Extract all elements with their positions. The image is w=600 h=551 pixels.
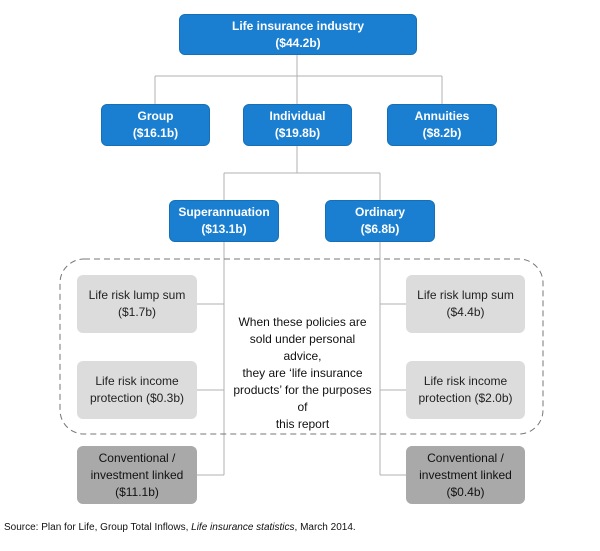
node-line: investment linked: [419, 467, 512, 482]
node-line: Conventional /: [98, 450, 176, 465]
node-value: ($6.8b): [360, 222, 400, 236]
note-line: they are ‘life insurance: [242, 366, 363, 380]
personal-advice-dashed-group: [59, 258, 544, 435]
source-title: Life insurance statistics: [191, 522, 295, 533]
source-suffix: , March 2014.: [294, 522, 356, 533]
node-title: Ordinary: [354, 205, 405, 219]
node-line: protection ($2.0b): [418, 391, 513, 405]
node-value: ($8.2b): [422, 126, 462, 140]
node-group: Group ($16.1b): [101, 104, 210, 146]
node-super-life-risk-income-protection: Life risk income protection ($0.3b): [77, 361, 197, 419]
node-annuities: Annuities ($8.2b): [387, 104, 497, 146]
node-title: Annuities: [414, 109, 470, 123]
node-ordinary-conventional-investment-linked: Conventional / investment linked ($0.4b): [406, 446, 525, 504]
node-super-life-risk-lump-sum: Life risk lump sum ($1.7b): [77, 275, 197, 333]
node-value: ($16.1b): [132, 126, 179, 140]
source-prefix: Source: Plan for Life, Group Total Inflo…: [4, 522, 192, 533]
node-title: Individual: [269, 109, 326, 123]
source-citation: Source: Plan for Life, Group Total Inflo…: [4, 522, 356, 533]
note-line: this report: [275, 417, 330, 431]
node-line: Life risk income: [95, 374, 179, 388]
node-line: protection ($0.3b): [89, 391, 185, 405]
node-line: Life risk lump sum: [88, 288, 186, 302]
node-title: Life insurance industry: [231, 18, 365, 33]
node-line: ($1.7b): [117, 305, 157, 319]
node-individual: Individual ($19.8b): [243, 104, 352, 146]
node-line: investment linked: [90, 467, 184, 482]
note-line: products’ for the purposes of: [233, 383, 372, 414]
node-line: Life risk lump sum: [417, 288, 514, 302]
node-value: ($13.1b): [201, 222, 247, 236]
node-title: Group: [137, 109, 174, 123]
personal-advice-note: When these policies are sold under perso…: [230, 314, 375, 433]
node-line: Life risk income: [423, 374, 508, 388]
node-line: Conventional /: [427, 450, 504, 465]
node-line: ($4.4b): [446, 305, 485, 319]
node-life-insurance-industry: Life insurance industry ($44.2b): [179, 14, 417, 55]
node-superannuation: Superannuation ($13.1b): [169, 200, 279, 242]
node-value: ($19.8b): [274, 126, 321, 140]
node-value: ($44.2b): [275, 35, 321, 50]
node-line: ($0.4b): [446, 484, 485, 499]
node-line: ($11.1b): [115, 484, 159, 499]
node-ordinary-life-risk-income-protection: Life risk income protection ($2.0b): [406, 361, 525, 419]
node-ordinary-life-risk-lump-sum: Life risk lump sum ($4.4b): [406, 275, 525, 333]
note-line: sold under personal advice,: [249, 332, 356, 363]
node-super-conventional-investment-linked: Conventional / investment linked ($11.1b…: [77, 446, 197, 504]
node-ordinary: Ordinary ($6.8b): [325, 200, 435, 242]
note-line: When these policies are: [238, 315, 367, 329]
node-title: Superannuation: [178, 205, 270, 219]
